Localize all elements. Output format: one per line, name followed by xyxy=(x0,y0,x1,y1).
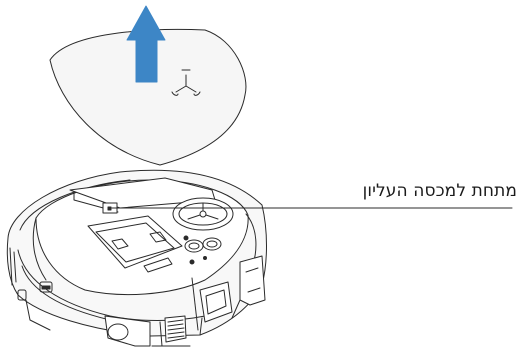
callout-label: מתחת למכסה העליון xyxy=(363,181,517,201)
tri-recess-icon xyxy=(173,198,233,230)
robot-vacuum-body xyxy=(7,170,266,346)
